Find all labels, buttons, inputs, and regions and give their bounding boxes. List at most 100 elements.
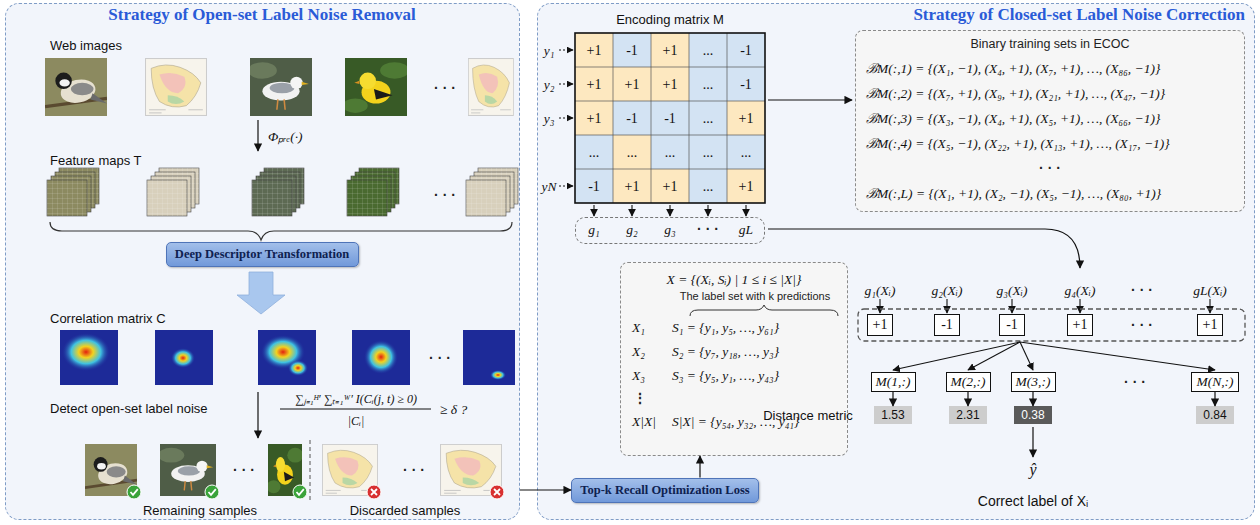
encoding-matrix bbox=[575, 33, 765, 203]
box-text: 1.53 bbox=[881, 408, 904, 422]
text-anchor: Binary training sets in ECOC bbox=[970, 34, 1129, 52]
encoding-matrix bbox=[651, 33, 689, 67]
text-anchor: -1 bbox=[664, 109, 676, 127]
encoding-matrix bbox=[613, 33, 651, 67]
encoding-matrix bbox=[613, 135, 651, 169]
matrix-cell: ... bbox=[703, 145, 714, 161]
flow-arrow bbox=[257, 120, 258, 151]
text-anchor: g₃(Xᵢ) bbox=[997, 281, 1028, 299]
flow-arrow bbox=[257, 392, 258, 438]
matrix-cell: +1 bbox=[663, 77, 678, 93]
distance-value: 1.53 bbox=[874, 406, 912, 424]
classifier-output: g₁(Xᵢ) bbox=[865, 283, 896, 299]
web-images bbox=[45, 58, 107, 116]
column-arrows bbox=[745, 205, 746, 216]
text-anchor: Strategy of Open-set Label Noise Removal bbox=[108, 5, 415, 25]
classifier-arrows bbox=[880, 299, 1210, 313]
web-images bbox=[248, 58, 312, 116]
fan-lines bbox=[1020, 342, 1033, 370]
filtered-samples bbox=[85, 444, 137, 496]
text-anchor: ℬM(:,4) = {(X₅, −1), (X₂₂, +1), (X₁₃, +1… bbox=[866, 134, 1170, 152]
caption-label: Discarded samples bbox=[350, 503, 461, 518]
column-arrows bbox=[593, 205, 594, 216]
encoding-matrix bbox=[689, 101, 727, 135]
matrix-cell: +1 bbox=[739, 179, 754, 195]
text-anchor: ℬM(:,3) = {(X₃, −1), (X₄, +1), (X₅, +1),… bbox=[866, 109, 1160, 127]
text-anchor: S₃ = {y₅, y₁, …, y₄₃} bbox=[672, 366, 779, 384]
correlation-heatmaps bbox=[62, 333, 110, 371]
codeword-box: M(1,:) bbox=[871, 372, 916, 392]
caption-label: Web images bbox=[50, 38, 122, 53]
matrix-cell: ... bbox=[703, 111, 714, 127]
filtered-samples bbox=[490, 485, 504, 499]
brace-note: The label set with k predictions bbox=[680, 290, 830, 302]
connector bbox=[699, 456, 700, 478]
caption-label: Feature maps T bbox=[50, 153, 142, 168]
ellipsis: · · · bbox=[1039, 160, 1061, 176]
box-text: M(N,:) bbox=[1196, 374, 1233, 390]
code-bit: -1 bbox=[934, 314, 960, 336]
filtered-samples bbox=[158, 444, 216, 496]
encoding-matrix bbox=[575, 33, 613, 67]
matrix-cell: ... bbox=[703, 179, 714, 195]
row-label: y₃ bbox=[544, 111, 555, 127]
ellipsis: · · · bbox=[403, 462, 425, 478]
encoding-matrix bbox=[727, 33, 765, 67]
brace bbox=[690, 305, 838, 316]
code-bit: +1 bbox=[1067, 314, 1093, 336]
filtered-samples bbox=[205, 485, 219, 499]
classifier-arrows bbox=[1079, 299, 1080, 313]
predicted-label: ŷ bbox=[1029, 461, 1036, 479]
encoding-matrix bbox=[651, 135, 689, 169]
correlation-heatmaps bbox=[288, 360, 308, 376]
box-heading: Binary training sets in ECOC bbox=[970, 37, 1129, 51]
feature-maps bbox=[347, 168, 399, 216]
ellipsis: · · · bbox=[697, 221, 719, 237]
caption-label: Detect open-set label noise bbox=[50, 401, 208, 416]
encoding-matrix bbox=[689, 33, 727, 67]
matrix-cell: +1 bbox=[739, 111, 754, 127]
label-set: S₂ = {y₇, y₁₈, …, y₃} bbox=[672, 344, 779, 360]
text-anchor: -1 bbox=[740, 41, 752, 59]
matrix-cell: ... bbox=[627, 145, 638, 161]
text-anchor: ... bbox=[703, 177, 714, 195]
text-anchor: g₂(Xᵢ) bbox=[932, 281, 963, 299]
text-anchor: Correct label of Xᵢ bbox=[978, 492, 1088, 510]
filtered-samples bbox=[310, 440, 311, 500]
connector bbox=[520, 489, 571, 490]
fan-lines bbox=[893, 342, 1215, 370]
box-text: -1 bbox=[1006, 317, 1018, 333]
ellipsis: · · · bbox=[434, 80, 456, 96]
connector bbox=[1214, 392, 1215, 406]
caption-label: Correct label of Xᵢ bbox=[978, 493, 1088, 509]
classifier-name: g₃ bbox=[664, 222, 675, 238]
text-anchor: y₂ bbox=[544, 75, 555, 93]
text-anchor: ≥ δ ? bbox=[440, 400, 467, 418]
encoding-matrix bbox=[727, 169, 765, 203]
distance-value: 0.38 bbox=[1014, 406, 1052, 424]
sample-name: X₁ bbox=[632, 320, 645, 336]
correlation-heatmaps bbox=[352, 330, 410, 385]
text-anchor: Remaining samples bbox=[143, 501, 257, 519]
classifier-name: g₁ bbox=[588, 222, 599, 238]
matrix-cell: -1 bbox=[740, 43, 752, 59]
caption-label: Distance metric bbox=[763, 408, 853, 423]
encoding-matrix bbox=[689, 135, 727, 169]
label-set: S₃ = {y₅, y₁, …, y₄₃} bbox=[672, 368, 779, 384]
correlation-heatmaps bbox=[171, 348, 195, 368]
distance-value: 2.31 bbox=[949, 406, 987, 424]
correlation-heatmaps bbox=[364, 340, 398, 374]
panel-title: Strategy of Closed-set Label Noise Corre… bbox=[913, 5, 1245, 25]
flow-arrow bbox=[768, 99, 852, 100]
distance-value: 0.84 bbox=[1196, 406, 1234, 424]
text-anchor: ... bbox=[589, 143, 600, 161]
label-set: S₁ = {y₁, y₅, …, y₆₁} bbox=[672, 320, 779, 336]
classifier-output: g₂(Xᵢ) bbox=[932, 283, 963, 299]
text-anchor: ... bbox=[627, 143, 638, 161]
feature-maps bbox=[147, 168, 199, 216]
label-set-box: X = {(Xᵢ, Sᵢ) | 1 ≤ i ≤ |X|}The label se… bbox=[620, 262, 848, 456]
classifier-row: g₁g₂g₃· · ·gL bbox=[575, 217, 765, 244]
correlation-heatmaps bbox=[60, 330, 118, 385]
matrix-cell: +1 bbox=[625, 77, 640, 93]
